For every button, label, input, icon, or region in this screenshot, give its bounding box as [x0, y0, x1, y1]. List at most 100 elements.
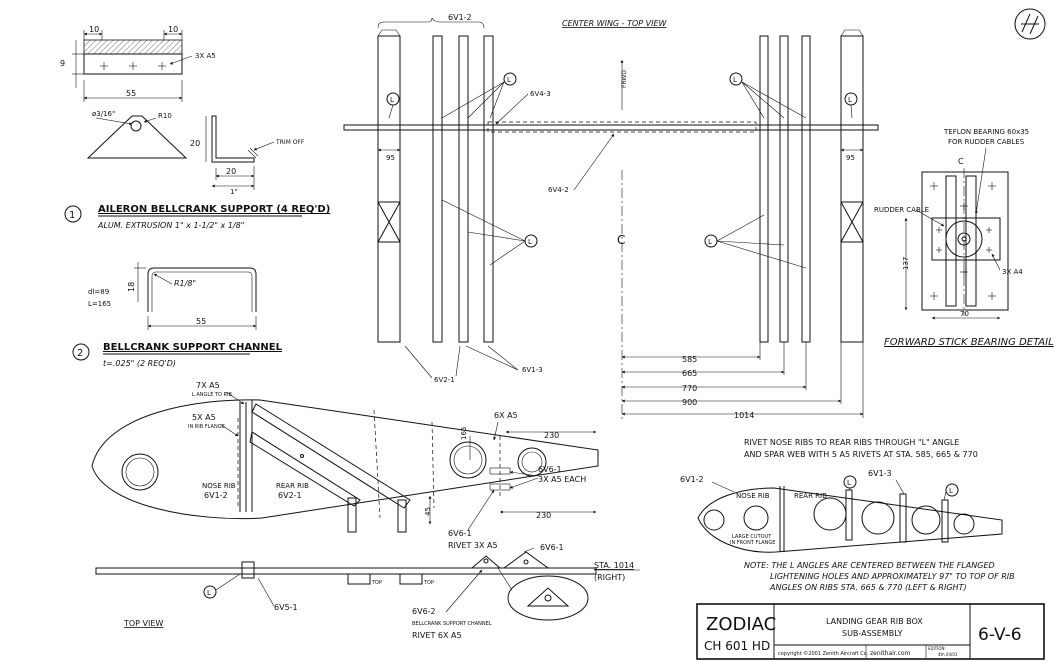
rib-rivets-top-sub: L ANGLE TO RIB	[192, 392, 232, 398]
note-line1: NOTE: THE L ANGLES ARE CENTERED BETWEEN …	[744, 561, 995, 570]
dim-165: 165	[460, 427, 468, 440]
top-part-6v5-1: 6V5-1	[274, 603, 298, 612]
rib-side-view: 7X A5 L ANGLE TO RIB 5X A5 IN RIB FLANGE…	[91, 381, 599, 550]
dim-70: 70	[960, 310, 969, 318]
rib-detail-nose: NOSE RIB	[736, 492, 770, 500]
sta-label: STA. 1014	[594, 561, 634, 570]
rib-rivets-5x: 5X A5	[192, 413, 216, 422]
p2-number: 2	[77, 348, 83, 359]
p2-l: L=165	[88, 300, 111, 308]
l-marker-3: L	[733, 76, 737, 84]
dim-18: 18	[127, 282, 136, 292]
title-line2: SUB-ASSEMBLY	[842, 629, 903, 638]
cutout-1: LARGE CUTOUT	[732, 534, 772, 540]
edition-label: EDITION:	[928, 646, 946, 651]
top-view-strip: TOP TOP 6V6-1 STA. 1014 (RIGHT) L 6V5-1 …	[95, 543, 640, 640]
dim-1in: 1"	[230, 188, 238, 196]
dim-10a: 10	[89, 25, 99, 34]
top-part-6v6-1: 6V6-1	[540, 543, 564, 552]
top-small-1: TOP	[371, 580, 382, 586]
dim-900: 900	[682, 398, 697, 407]
p2-dl: dl=89	[88, 288, 109, 296]
rear-rib-part: 6V2-1	[278, 491, 302, 500]
note-line3: ANGLES ON RIBS STA. 665 & 770 (LEFT & RI…	[769, 583, 967, 592]
dim-9: 9	[60, 59, 65, 68]
sta-side: (RIGHT)	[594, 573, 625, 582]
title-block: ZODIAC CH 601 HD LANDING GEAR RIB BOX SU…	[696, 603, 1045, 660]
p1-radius: R10	[158, 112, 172, 120]
site: zenithair.com	[870, 650, 911, 657]
p1-number: 1	[69, 210, 75, 221]
bearing-title: FORWARD STICK BEARING DETAIL	[884, 337, 1054, 348]
dim-665: 665	[682, 369, 697, 378]
top-channel: BELLCRANK SUPPORT CHANNEL	[412, 621, 492, 627]
rib-each: 3X A5 EACH	[538, 475, 586, 484]
l-marker-6: L	[708, 238, 712, 246]
p1-rivets: 3X A5	[195, 52, 216, 60]
label-6v4-2: 6V4-2	[548, 186, 569, 194]
top-rivet: RIVET 6X A5	[412, 631, 462, 640]
p2-dim-55: 55	[196, 317, 206, 326]
title-line1: LANDING GEAR RIB BOX	[826, 617, 923, 626]
rib-rivets-6x: 6X A5	[494, 411, 518, 420]
forward-stick-bearing-detail: TEFLON BEARING 60x35 FOR RUDDER CABLES C…	[874, 128, 1054, 348]
top-l-marker: L	[207, 589, 211, 597]
rear-rib-label: REAR RIB	[276, 482, 309, 490]
sheet-number: 6-V-6	[978, 625, 1022, 645]
dim-45: 45	[424, 507, 432, 516]
label-6v1-3: 6V1-3	[522, 366, 543, 374]
l-marker-1: L	[390, 96, 394, 104]
label-6v1-2: 6V1-2	[448, 13, 472, 22]
top-part-6v6-2: 6V6-2	[412, 607, 436, 616]
top-view-label: TOP VIEW	[123, 619, 163, 628]
dim-230a: 230	[544, 431, 559, 440]
rib-detail-rear: REAR RIB	[794, 492, 827, 500]
rib-detail-l2: L	[847, 479, 851, 487]
teflon-line2: FOR RUDDER CABLES	[948, 138, 1025, 146]
l-marker-2: L	[507, 76, 511, 84]
dim-20h: 20	[226, 167, 236, 176]
dim-770: 770	[682, 384, 697, 393]
copyright: copyright ©2001 Zenith Aircraft Co.	[778, 650, 869, 657]
dim-230b: 230	[536, 511, 551, 520]
center-wing-top-view: CENTER WING - TOP VIEW FRWD	[343, 13, 879, 420]
rib-bottom-part: 6V6-1	[448, 529, 472, 538]
teflon-line1: TEFLON BEARING 60x35	[943, 128, 1029, 136]
model: CH 601 HD	[704, 639, 770, 653]
zenith-logo	[1014, 8, 1046, 40]
dim-585: 585	[682, 355, 697, 364]
rudder-cable-label: RUDDER CABLE	[874, 206, 929, 214]
nose-rib-part: 6V1-2	[204, 491, 228, 500]
rib-bottom-rivet: RIVET 3X A5	[448, 541, 498, 550]
p2-radius: R1/8"	[174, 279, 196, 288]
p2-thickness: t=.025" (2 REQ'D)	[103, 359, 176, 368]
brand: ZODIAC	[706, 614, 776, 635]
fwd-label: FRWD	[621, 70, 628, 88]
rib-detail-6v1-2: 6V1-2	[680, 475, 704, 484]
rib-note-line2: AND SPAR WEB WITH 5 A5 RIVETS AT STA. 58…	[744, 450, 978, 459]
p1-trim: TRIM OFF	[275, 139, 305, 146]
part1-drawing: 10 10 9 3X A5 55 ø3/16" R10 TRIM OFF	[60, 25, 330, 230]
rib-detail-l1: L	[949, 487, 953, 495]
dim-1014: 1014	[734, 411, 754, 420]
bearing-rivets: 3X A4	[1002, 268, 1023, 276]
rib-note-line1: RIVET NOSE RIBS TO REAR RIBS THROUGH "L"…	[744, 438, 959, 447]
dim-20v: 20	[190, 139, 200, 148]
nose-rib-detail: RIVET NOSE RIBS TO REAR RIBS THROUGH "L"…	[680, 438, 1015, 592]
p2-title: BELLCRANK SUPPORT CHANNEL	[103, 342, 283, 353]
rib-rivets-top: 7X A5	[196, 381, 220, 390]
edition: 4th 04/01	[938, 652, 958, 657]
note-line2: LIGHTENING HOLES AND APPROXIMATELY 97" T…	[770, 572, 1015, 581]
rib-part-6v6-1: 6V6-1	[538, 465, 562, 474]
dim-55: 55	[126, 89, 136, 98]
cutout-2: IN FRONT FLANGE	[730, 540, 775, 546]
l-marker-5: L	[528, 238, 532, 246]
dim-95b: 95	[846, 154, 855, 162]
top-small-2: TOP	[423, 580, 434, 586]
p1-material: ALUM. EXTRUSION 1" x 1-1/2" x 1/8"	[97, 221, 244, 230]
center-wing-title: CENTER WING - TOP VIEW	[562, 19, 668, 28]
cl-symbol: C	[617, 233, 625, 247]
p1-hole: ø3/16"	[92, 110, 115, 118]
rib-rivets-5x-sub: IN RIB FLANGE	[188, 424, 225, 430]
